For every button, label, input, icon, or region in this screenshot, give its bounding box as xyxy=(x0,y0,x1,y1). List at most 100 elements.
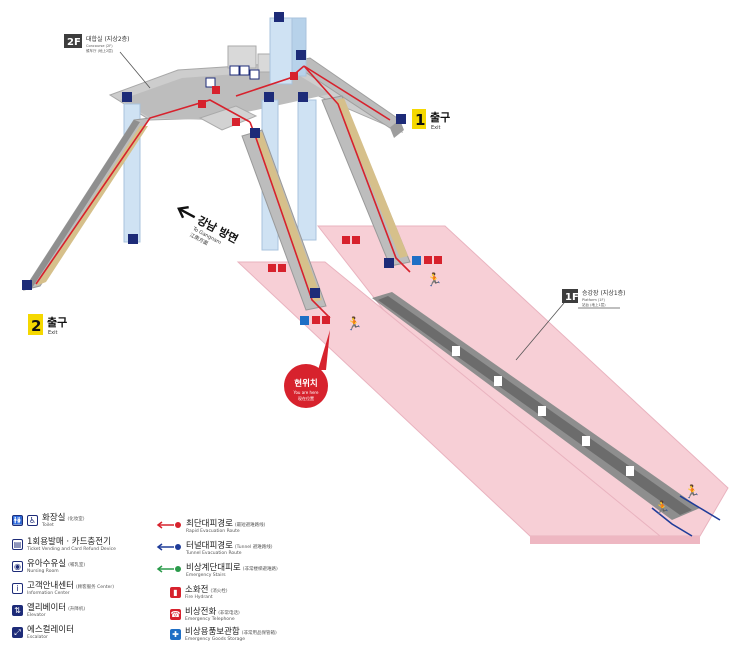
right-stair-treads xyxy=(336,98,408,258)
legend-item-information: i 고객안내센터(顾客服务 Center)Information Center xyxy=(12,582,114,596)
information-icon xyxy=(249,69,260,80)
tunnel-evacuation-route-icon xyxy=(156,543,181,551)
legend-sub: Fire Hydrant xyxy=(185,594,213,600)
legend-hint: (哺乳室) xyxy=(68,563,86,568)
floor-badge-1f xyxy=(562,289,578,303)
elevator-icon xyxy=(250,128,260,138)
legend-item-tunnel-evacuation: 터널대피경로(Tunnel 避难路线)Tunnel Evacuation Rou… xyxy=(156,542,273,556)
exit-1-badge xyxy=(412,109,426,129)
emergency-telephone-icon xyxy=(352,236,360,244)
track-divider xyxy=(452,346,460,356)
ticket-machine-icon xyxy=(229,65,240,76)
legend-item-fire-hydrant: ▮ 소화전(消火栓)Fire Hydrant xyxy=(170,586,227,600)
elevator-icon xyxy=(298,92,308,102)
emergency-telephone-icon xyxy=(322,316,330,324)
nursing-room-icon: ◉ xyxy=(12,561,23,572)
exit2-stair-rail xyxy=(24,120,140,290)
emergency-telephone-icon xyxy=(290,72,298,80)
platform-leader-line xyxy=(515,302,565,361)
legend-sub: Toilet xyxy=(42,522,54,528)
direction-indicator: 강남 방면 To Gangnam 江南方面 xyxy=(177,206,241,247)
fire-hydrant-icon xyxy=(312,316,320,324)
stairways xyxy=(22,95,411,311)
fire-hydrant-icon xyxy=(212,86,220,94)
legend-hint: (非常电话) xyxy=(218,611,240,616)
exit-1-label: 1 출구 Exit xyxy=(412,109,450,131)
legend-sub: Emergency Telephone xyxy=(185,616,235,622)
floor-badge-2f xyxy=(64,34,82,48)
exit-2-badge xyxy=(28,314,43,335)
tunnel-evacuation-path xyxy=(651,507,693,537)
you-are-here-kr: 현위치 xyxy=(294,378,317,389)
exit-1-kr: 출구 xyxy=(430,110,450,124)
restroom-icon xyxy=(205,77,216,88)
legend-label: 비상계단대피로 xyxy=(186,563,241,573)
emergency-goods-icon xyxy=(300,316,309,325)
rapid-evacuation-route-icon xyxy=(156,521,181,529)
tunnel-runner-icon: 🏃 xyxy=(654,500,670,516)
legend-sub: Emergency Stairs xyxy=(186,572,226,578)
legend-sub: Elevator xyxy=(27,612,46,618)
legend-label: 최단대피경로 xyxy=(186,519,233,529)
column xyxy=(291,17,307,77)
concourse-name-en: Concourse (2F) xyxy=(86,44,113,48)
legend-label: 고객안내센터 xyxy=(27,581,74,591)
legend-hint: (消火栓) xyxy=(210,589,228,594)
tunnel-evacuation-routes xyxy=(651,495,721,537)
platform-name-kr: 승강장 (지상1층) xyxy=(582,289,626,297)
legend-item-emergency-telephone: ☎ 비상전화(非常电话)Emergency Telephone xyxy=(170,608,240,622)
concourse-floor-label: 2F 대합실 (지상2층) Concourse (2F) 候车厅 (地上2层) xyxy=(64,34,151,89)
ticket-machine-icon: ▤ xyxy=(12,539,23,550)
column xyxy=(269,17,293,85)
legend-label: 터널대피경로 xyxy=(186,541,233,551)
elevator-icon xyxy=(264,92,274,102)
legend-hint: (化妆室) xyxy=(67,517,85,522)
concourse-level xyxy=(108,45,404,138)
escalator-icon xyxy=(384,258,394,268)
fire-hydrant-icon xyxy=(198,100,206,108)
fire-hydrant-icon xyxy=(268,264,276,272)
information-icon: i xyxy=(12,583,23,594)
fire-hydrant-icon xyxy=(232,118,240,126)
emergency-goods-icon: ✚ xyxy=(170,629,181,640)
platform-edge-right xyxy=(560,536,700,544)
exit-2-number: 2 xyxy=(31,317,41,335)
track-divider xyxy=(538,406,546,416)
legend-sub: Escalator xyxy=(27,634,48,640)
restroom-icon: 🚻 xyxy=(12,515,23,526)
you-are-here-marker: 현위치 You are here 现在位置 xyxy=(284,330,330,408)
legend-item-nursing-room: ◉ 유아수유실(哺乳室)Nursing Room xyxy=(12,560,85,574)
legend-hint: (最短避难路线) xyxy=(234,523,266,528)
emergency-telephone-icon xyxy=(434,256,442,264)
you-are-here-en: You are here xyxy=(293,390,319,395)
legend-sub: Tunnel Evacuation Route xyxy=(186,550,242,556)
center-stair-treads xyxy=(254,132,322,302)
exit-2-label: 2 출구 Exit xyxy=(28,314,67,336)
track-divider xyxy=(582,436,590,446)
legend-label: 1회용발매 · 카드충전기 xyxy=(27,537,111,547)
legend-label: 비상전화 xyxy=(185,607,217,617)
elevator-icon xyxy=(122,92,132,102)
legend-sub: Emergency Goods Storage xyxy=(185,636,246,642)
track-divider xyxy=(494,376,502,386)
legend-item-rapid-evacuation: 최단대피경로(最短避难路线)Rapid Evacuation Route xyxy=(156,520,265,534)
tunnel-runner-icon: 🏃 xyxy=(684,484,700,500)
exit-2-en: Exit xyxy=(48,330,58,336)
direction-arrow-shaft xyxy=(178,207,196,219)
legend-hint: (非常楼梯避难路) xyxy=(242,567,278,572)
emergency-telephone-icon xyxy=(278,264,286,272)
emergency-goods-icon xyxy=(412,256,421,265)
you-are-here-circle xyxy=(284,364,328,408)
fire-hydrant-icon xyxy=(342,236,350,244)
platform-name-cn: 站台 (地上1层) xyxy=(582,302,606,307)
facility-icons: 🏃 🏃 🏃 🏃 xyxy=(22,12,700,516)
legend-sub: Nursing Room xyxy=(27,568,59,574)
legend-sub: Ticket Vending and Card Refund Device xyxy=(27,546,116,552)
exit-2-kr: 출구 xyxy=(47,315,67,329)
nursing-room-icon xyxy=(239,65,250,76)
legend-label: 소화전 xyxy=(185,585,209,595)
tunnel-evacuation-path xyxy=(679,495,721,521)
